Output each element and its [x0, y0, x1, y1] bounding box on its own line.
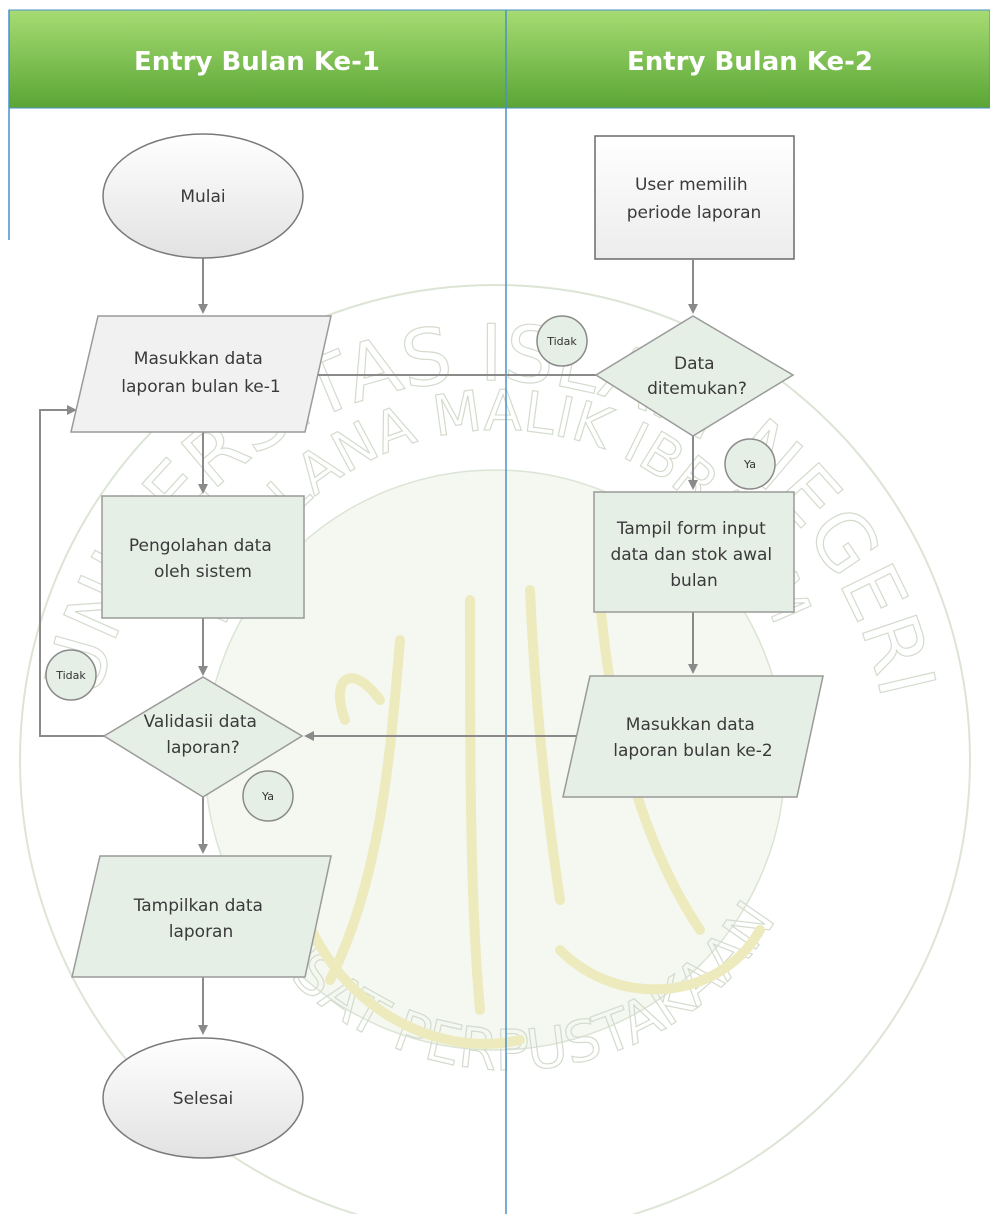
badge-ya-found-label: Ya [743, 458, 756, 471]
node-select-period: User memilih periode laporan [594, 135, 795, 260]
badge-tidak-found: Tidak [536, 315, 588, 367]
start-oval [102, 133, 304, 259]
show-form-label: Tampil form input data dan stok awal bul… [610, 519, 777, 591]
node-end: Selesai [102, 1037, 304, 1159]
node-validate: Validasii data laporan? [102, 676, 304, 798]
input1-parallelogram [70, 315, 332, 433]
connectors [39, 255, 698, 1035]
swimlane-2: Entry Bulan Ke-2 [505, 9, 990, 109]
badge-ya-found: Ya [724, 438, 776, 490]
output-parallelogram [71, 855, 332, 978]
lane-2-title: Entry Bulan Ke-2 [627, 47, 873, 77]
node-input1: Masukkan data laporan bulan ke-1 [70, 315, 332, 433]
output-label: Tampilkan data laporan [133, 896, 269, 942]
arrow-validate-no-loop [39, 405, 104, 737]
node-process1: Pengolahan data oleh sistem [101, 495, 305, 619]
show-form-box [593, 491, 795, 613]
swimlane-1: Entry Bulan Ke-1 [8, 9, 507, 109]
node-output: Tampilkan data laporan [71, 855, 332, 978]
select-period-box [594, 135, 795, 260]
input2-label: Masukkan data laporan bulan ke-2 [613, 715, 772, 761]
node-start: Mulai [102, 133, 304, 259]
badge-ya-validate: Ya [242, 770, 294, 822]
lane-1-header [8, 9, 507, 109]
input2-parallelogram [562, 675, 824, 798]
validate-label: Validasii data laporan? [144, 712, 263, 758]
found-diamond [594, 315, 795, 437]
found-label: Data ditemukan? [647, 354, 747, 399]
start-label: Mulai [180, 187, 225, 207]
badge-ya-validate-circle [242, 770, 294, 822]
badge-tidak-validate-circle [45, 649, 97, 701]
end-oval [102, 1037, 304, 1159]
watermark-calligraphy [295, 585, 765, 1049]
badge-tidak-found-label: Tidak [546, 335, 577, 348]
process1-box [101, 495, 305, 619]
node-found: Data ditemukan? [594, 315, 795, 437]
badge-tidak-found-circle [536, 315, 588, 367]
lane-1-title: Entry Bulan Ke-1 [134, 47, 380, 77]
process1-label: Pengolahan data oleh sistem [129, 536, 277, 582]
badge-tidak-validate-label: Tidak [55, 669, 86, 682]
badge-ya-found-circle [724, 438, 776, 490]
node-show-form: Tampil form input data dan stok awal bul… [593, 491, 795, 613]
node-input2: Masukkan data laporan bulan ke-2 [562, 675, 824, 798]
validate-diamond [102, 676, 304, 798]
input1-label: Masukkan data laporan bulan ke-1 [121, 349, 280, 397]
badge-ya-validate-label: Ya [261, 790, 274, 803]
end-label: Selesai [173, 1089, 233, 1109]
seal-outer-ring [19, 284, 971, 1214]
select-period-label: User memilih periode laporan [627, 175, 762, 223]
badge-tidak-validate: Tidak [45, 649, 97, 701]
